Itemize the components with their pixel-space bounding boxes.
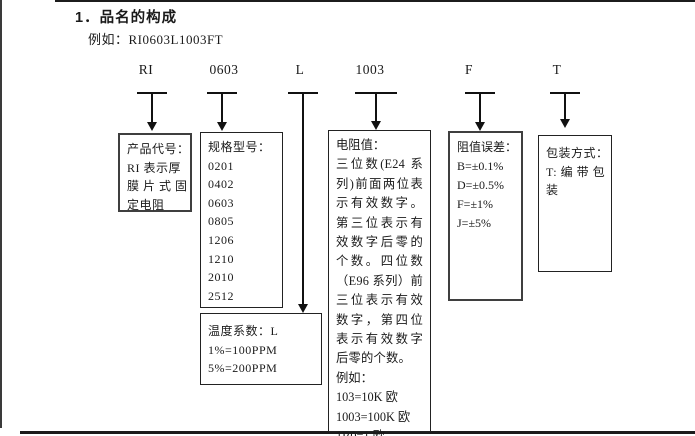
text-line: 定电阻 — [127, 197, 165, 212]
box-spec-model: 规格型号： 0201 0402 0603 0805 1206 1210 2010 2512 — [200, 132, 283, 308]
page-border-bottom — [20, 431, 695, 434]
down-arrow-packaging — [550, 92, 580, 128]
resistance-title-line: 电阻值： — [336, 138, 386, 152]
text-line: T: 编 带 包 — [546, 164, 606, 179]
text-line: 1210 — [208, 251, 234, 266]
down-arrow-temp-coefficient — [288, 92, 318, 313]
text-line: 0402 — [208, 177, 234, 192]
text-line: 膜 片 式 固 — [127, 179, 188, 193]
text-line: F=±1% — [457, 197, 494, 211]
down-arrow-spec-model — [207, 92, 237, 131]
code-label-size: 0603 — [209, 62, 239, 77]
text-line: 0201 — [208, 158, 234, 173]
text-line: 2512 — [208, 288, 234, 303]
text-line: 1%=100PPM — [208, 342, 278, 357]
box-resistance-value: 电阻值： 三位数(E24 系列)前面两位表示有效数字。第三位表示有效数字后零的个… — [328, 130, 431, 436]
page-border-top — [55, 0, 695, 2]
page-title: 1．品名的构成 — [75, 10, 178, 26]
text-line: J=±5% — [457, 216, 492, 230]
text-line: 2010 — [208, 270, 234, 285]
text-line: 5%=200PPM — [208, 361, 278, 375]
text-line: 产品代号： — [127, 142, 190, 156]
text-line: 装 — [546, 183, 559, 197]
text-line: 阻值误差： — [457, 140, 518, 154]
text-line: 1003=100K 欧 — [336, 409, 411, 424]
down-arrow-product-code — [137, 92, 167, 131]
resistance-examples: 103=10K 欧 1003=100K 欧 1R0=1 欧 — [336, 388, 423, 436]
text-line: 规格型号： — [208, 140, 271, 154]
text-line: B=±0.1% — [457, 159, 504, 173]
text-line: 温度系数：L — [208, 324, 279, 338]
down-arrow-tolerance — [465, 92, 495, 131]
box-temp-coefficient: 温度系数：L 1%=100PPM 5%=200PPM — [200, 313, 322, 385]
text-line: 包装方式： — [546, 146, 609, 160]
code-label-packing: T — [552, 62, 562, 77]
resistance-description: 三位数(E24 系列)前面两位表示有效数字。第三位表示有效数字后零的个数。四位数… — [336, 157, 423, 366]
code-label-tcr: L — [295, 62, 305, 77]
down-arrow-resistance-value — [355, 92, 397, 130]
text-line: 1206 — [208, 232, 234, 247]
text-line: 103=10K 欧 — [336, 390, 398, 405]
box-product-code: 产品代号： RI 表示厚膜 片 式 固定电阻 — [118, 133, 192, 212]
page-border-left — [0, 0, 2, 428]
example-part-number: 例如：RI0603L1003FT — [88, 32, 224, 47]
code-label-tolerance: F — [464, 62, 473, 77]
text-line: 0805 — [208, 214, 234, 229]
box-tolerance: 阻值误差： B=±0.1% D=±0.5% F=±1% J=±5% — [448, 131, 523, 301]
code-label-ri: RI — [138, 62, 154, 77]
text-line: D=±0.5% — [457, 178, 505, 192]
box-packaging: 包装方式： T: 编 带 包装 — [538, 135, 612, 272]
text-line: 1R0=1 欧 — [336, 427, 423, 436]
text-line: 0603 — [208, 195, 234, 210]
code-label-value: 1003 — [355, 62, 385, 77]
resistance-example-label: 例如： — [336, 370, 373, 385]
text-line: RI 表示厚 — [127, 160, 182, 175]
